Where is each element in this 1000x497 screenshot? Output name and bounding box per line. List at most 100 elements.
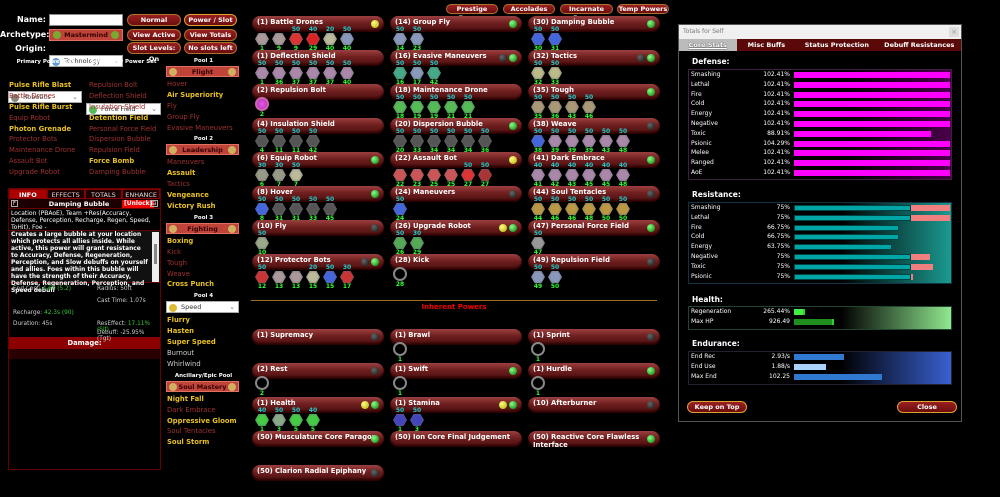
power-slot[interactable]: (10) Afterburner (528, 397, 660, 413)
power-slot-button[interactable]: Power / Slot (184, 14, 237, 26)
view-active-sets-button[interactable]: View Active Sets (127, 29, 181, 50)
toggle-led-icon[interactable] (371, 333, 379, 341)
power-slot[interactable]: (50) Clarion Radial Epiphany (252, 465, 384, 481)
name-input[interactable] (49, 14, 123, 26)
toggle-led-icon[interactable] (509, 122, 517, 130)
power-slot[interactable]: (2) Rest (252, 363, 384, 379)
toggle-led-icon[interactable] (361, 401, 369, 409)
pool-power-option[interactable]: Soul Storm (167, 438, 210, 447)
power-option[interactable]: Maintenance Drone (9, 146, 76, 155)
pool-power-option[interactable]: Assault (167, 169, 196, 178)
toggle-led-icon[interactable] (647, 435, 655, 443)
power-slot[interactable]: (30) Damping Bubble (528, 16, 660, 32)
float-icon[interactable]: F (11, 200, 18, 207)
power-option[interactable]: Repulsion Field (89, 146, 140, 155)
pool-power-option[interactable]: Boxing (167, 236, 194, 245)
power-slot[interactable]: (1) Deflection Shield (252, 50, 384, 66)
toggle-led-icon[interactable] (647, 20, 655, 28)
toggle-led-icon[interactable] (371, 469, 379, 477)
power-slot[interactable]: (1) Stamina (390, 397, 522, 413)
pool-power-option[interactable]: Fly (167, 101, 177, 110)
power-slot[interactable]: (1) Battle Drones (252, 16, 384, 32)
pool-power-option[interactable]: Vengeance (167, 191, 209, 200)
enhancement-icon[interactable]: 25 (426, 165, 442, 188)
toggle-led-icon[interactable] (637, 54, 645, 62)
empty-slot-icon[interactable]: 2 (255, 376, 269, 397)
tab-core-stats[interactable]: Core Stats (679, 39, 737, 51)
toggle-led-icon[interactable] (647, 88, 655, 96)
toggle-led-icon[interactable] (499, 54, 507, 62)
power-slot[interactable]: (44) Soul Tentacles (528, 186, 660, 202)
power-option[interactable]: Detention Field (89, 113, 149, 122)
power-option[interactable]: Pulse Rifle Blast (9, 81, 72, 89)
power-slot[interactable]: (1) Swift (390, 363, 522, 379)
toggle-led-icon[interactable] (509, 224, 517, 232)
pool-power-option[interactable]: Victory Rush (167, 202, 216, 211)
power-slot[interactable]: (50) Ion Core Final Judgement (390, 431, 522, 447)
enhancement-icon[interactable]: 13 (271, 267, 287, 290)
pool-select[interactable]: Flight (166, 66, 239, 77)
pool-power-option[interactable]: Night Fall (167, 394, 204, 403)
power-slot[interactable]: (1) Sprint (528, 329, 660, 345)
secondary-set-select[interactable]: Force Field ⌄ (86, 103, 161, 115)
toggle-led-icon[interactable] (371, 224, 379, 232)
toggle-led-icon[interactable] (499, 224, 507, 232)
pool-power-option[interactable]: Soul Tentacles (167, 427, 216, 436)
power-option[interactable]: Battle Drones (9, 91, 56, 100)
pool-select[interactable]: Soul Mastery (166, 380, 239, 392)
toggle-led-icon[interactable] (371, 401, 379, 409)
power-option[interactable]: Dispersion Bubble (89, 135, 151, 144)
pool-power-option[interactable]: Maneuvers (167, 158, 205, 167)
empty-slot-icon[interactable]: 1 (531, 376, 545, 397)
slot-levels-button[interactable]: Slot Levels: On (127, 42, 181, 63)
pool-power-option[interactable]: Tough (167, 258, 188, 267)
power-slot[interactable]: (10) Fly (252, 220, 384, 236)
power-option[interactable]: Protector Bots (9, 135, 58, 144)
pool-select[interactable]: Leadership (166, 144, 239, 156)
toggle-led-icon[interactable] (647, 333, 655, 341)
pool-select[interactable]: Fighting (166, 222, 239, 234)
toggle-led-icon[interactable] (509, 54, 517, 62)
pool-power-option[interactable]: Hover (167, 80, 188, 88)
normal-button[interactable]: Normal (127, 14, 181, 26)
pool-power-option[interactable]: Tactics (167, 180, 190, 189)
pool-power-option[interactable]: Burnout (167, 349, 195, 358)
power-slot[interactable]: (18) Maintenance Drone (390, 84, 522, 100)
pool-power-option[interactable]: Super Speed (167, 338, 216, 347)
toggle-led-icon[interactable] (509, 401, 517, 409)
